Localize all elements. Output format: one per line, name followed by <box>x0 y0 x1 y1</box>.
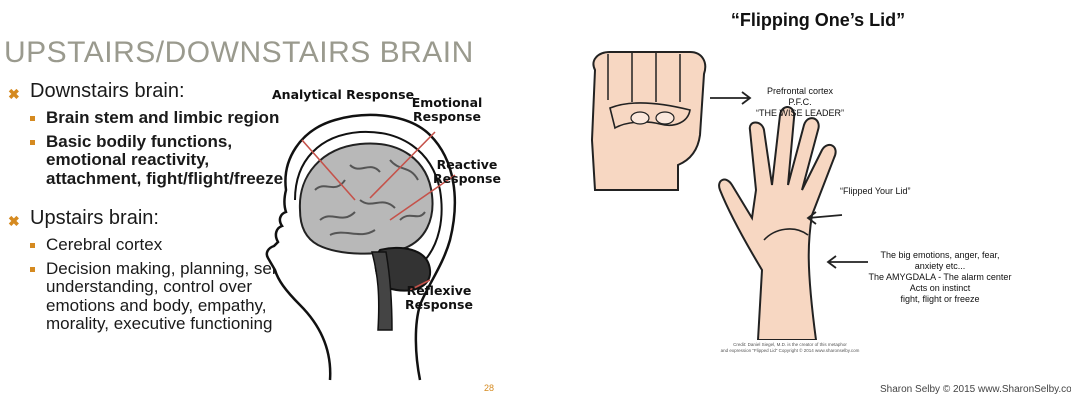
right-slide: “Flipping One’s Lid” Prefrontal cortex P… <box>540 0 1071 396</box>
brain-head-illustration <box>260 80 510 385</box>
label-analytical-response: Analytical Response <box>272 88 414 102</box>
label-reflexive-response: Reflexive Response <box>404 284 474 312</box>
x-bullet-icon: ✖ <box>8 207 30 232</box>
sub-bullet-text: Cerebral cortex <box>46 236 162 255</box>
square-bullet-icon <box>30 109 46 121</box>
bullet-heading: Upstairs brain: <box>30 207 159 229</box>
slide-title: “Flipping One’s Lid” <box>688 10 948 31</box>
note-flipped-lid: “Flipped Your Lid” <box>840 186 970 197</box>
square-bullet-icon <box>30 260 46 272</box>
hand-model-illustration <box>580 40 880 340</box>
label-emotional-response: Emotional Response <box>404 96 490 124</box>
note-amygdala: The big emotions, anger, fear, anxiety e… <box>840 250 1040 305</box>
note-prefrontal: Prefrontal cortex P.F.C. “THE WISE LEADE… <box>710 86 890 119</box>
label-reactive-response: Reactive Response <box>432 158 502 186</box>
credit-note: Credit: Daniel Siegel, M.D. is the creat… <box>640 342 940 354</box>
square-bullet-icon <box>30 236 46 248</box>
footer-copyright: Sharon Selby © 2015 www.SharonSelby.com <box>880 384 1071 395</box>
square-bullet-icon <box>30 133 46 145</box>
sub-bullet-text: Brain stem and limbic region <box>46 109 279 128</box>
bullet-heading: Downstairs brain: <box>30 80 185 102</box>
slide-title: UPSTAIRS/DOWNSTAIRS BRAIN <box>4 36 474 70</box>
x-bullet-icon: ✖ <box>8 80 30 105</box>
page-number: 28 <box>484 383 494 393</box>
left-slide: UPSTAIRS/DOWNSTAIRS BRAIN ✖ Downstairs b… <box>0 0 520 396</box>
